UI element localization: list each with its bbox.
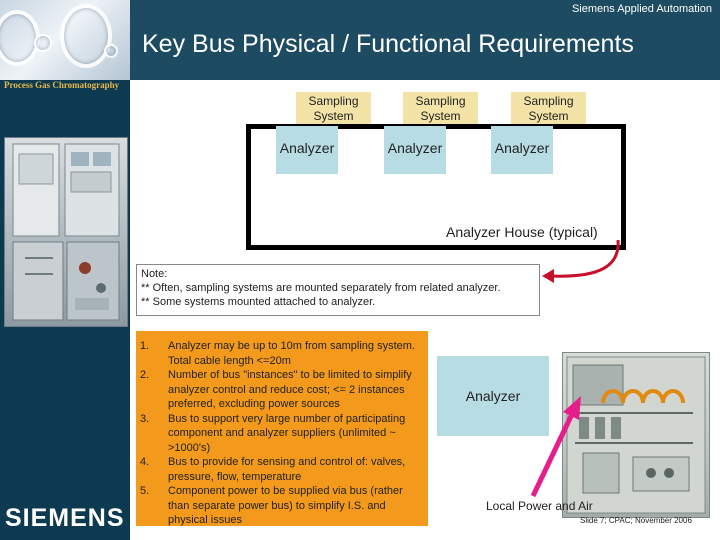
list-text: Number of bus "instances" to be limited … [168,369,412,410]
note-line: ** Some systems mounted attached to anal… [141,296,376,308]
analyzer-house-label: Analyzer House (typical) [446,224,598,240]
siemens-logo: SIEMENS [5,504,125,532]
analyzer-box: Analyzer [491,126,553,174]
decorative-rings-image [0,0,130,80]
note-box: Note: ** Often, sampling systems are mou… [136,264,540,316]
list-number: 1. [140,340,150,352]
sampling-system-box: Sampling System [403,92,478,126]
sidebar-label: Process Gas Chromatography [4,80,120,90]
list-item: 2. Number of bus "instances" to be limite… [140,368,424,412]
analyzer-internals-photo [562,352,710,518]
analyzer-box-large: Analyzer [437,356,549,436]
note-title: Note: [141,268,168,280]
list-item: 3. Bus to support very large number of pa… [140,412,424,456]
red-arrow [542,239,620,283]
requirements-box: 1. Analyzer may be up to 10m from samplin… [136,331,428,526]
sampling-system-label: Sampling [523,94,574,108]
sampling-system-label: System [313,109,354,123]
list-item: 4. Bus to provide for sensing and control… [140,455,424,484]
list-text: Analyzer may be up to 10m from sampling … [168,340,415,367]
slide-info: Slide 7; CPAC; November 2006 [580,516,692,525]
header-bar: Siemens Applied Automation [130,0,720,80]
local-power-label: Local Power and Air [486,499,593,513]
sampling-system-label: Sampling [308,94,359,108]
sampling-system-label: System [528,109,569,123]
list-number: 4. [140,456,150,468]
sampling-system-label: System [420,109,461,123]
list-item: 5. Component power to be supplied via bus… [140,484,424,528]
sampling-system-box: Sampling System [511,92,586,126]
magenta-arrow [530,396,581,498]
list-number: 3. [140,412,150,425]
list-number: 5. [140,485,150,497]
list-text: Component power to be supplied via bus (… [168,485,403,526]
note-line: ** Often, sampling systems are mounted s… [141,282,501,294]
list-text: Bus to support very large number of part… [168,412,406,454]
company-name: Siemens Applied Automation [571,3,712,15]
analyzer-cabinet-photo [4,137,128,327]
sampling-system-box: Sampling System [296,92,371,126]
analyzer-box: Analyzer [276,126,338,174]
list-text: Bus to provide for sensing and control o… [168,456,406,483]
page-title: Key Bus Physical / Functional Requiremen… [142,30,634,58]
sampling-system-label: Sampling [415,94,466,108]
list-number: 2. [140,369,150,381]
list-item: 1. Analyzer may be up to 10m from samplin… [140,339,424,368]
analyzer-box: Analyzer [384,126,446,174]
